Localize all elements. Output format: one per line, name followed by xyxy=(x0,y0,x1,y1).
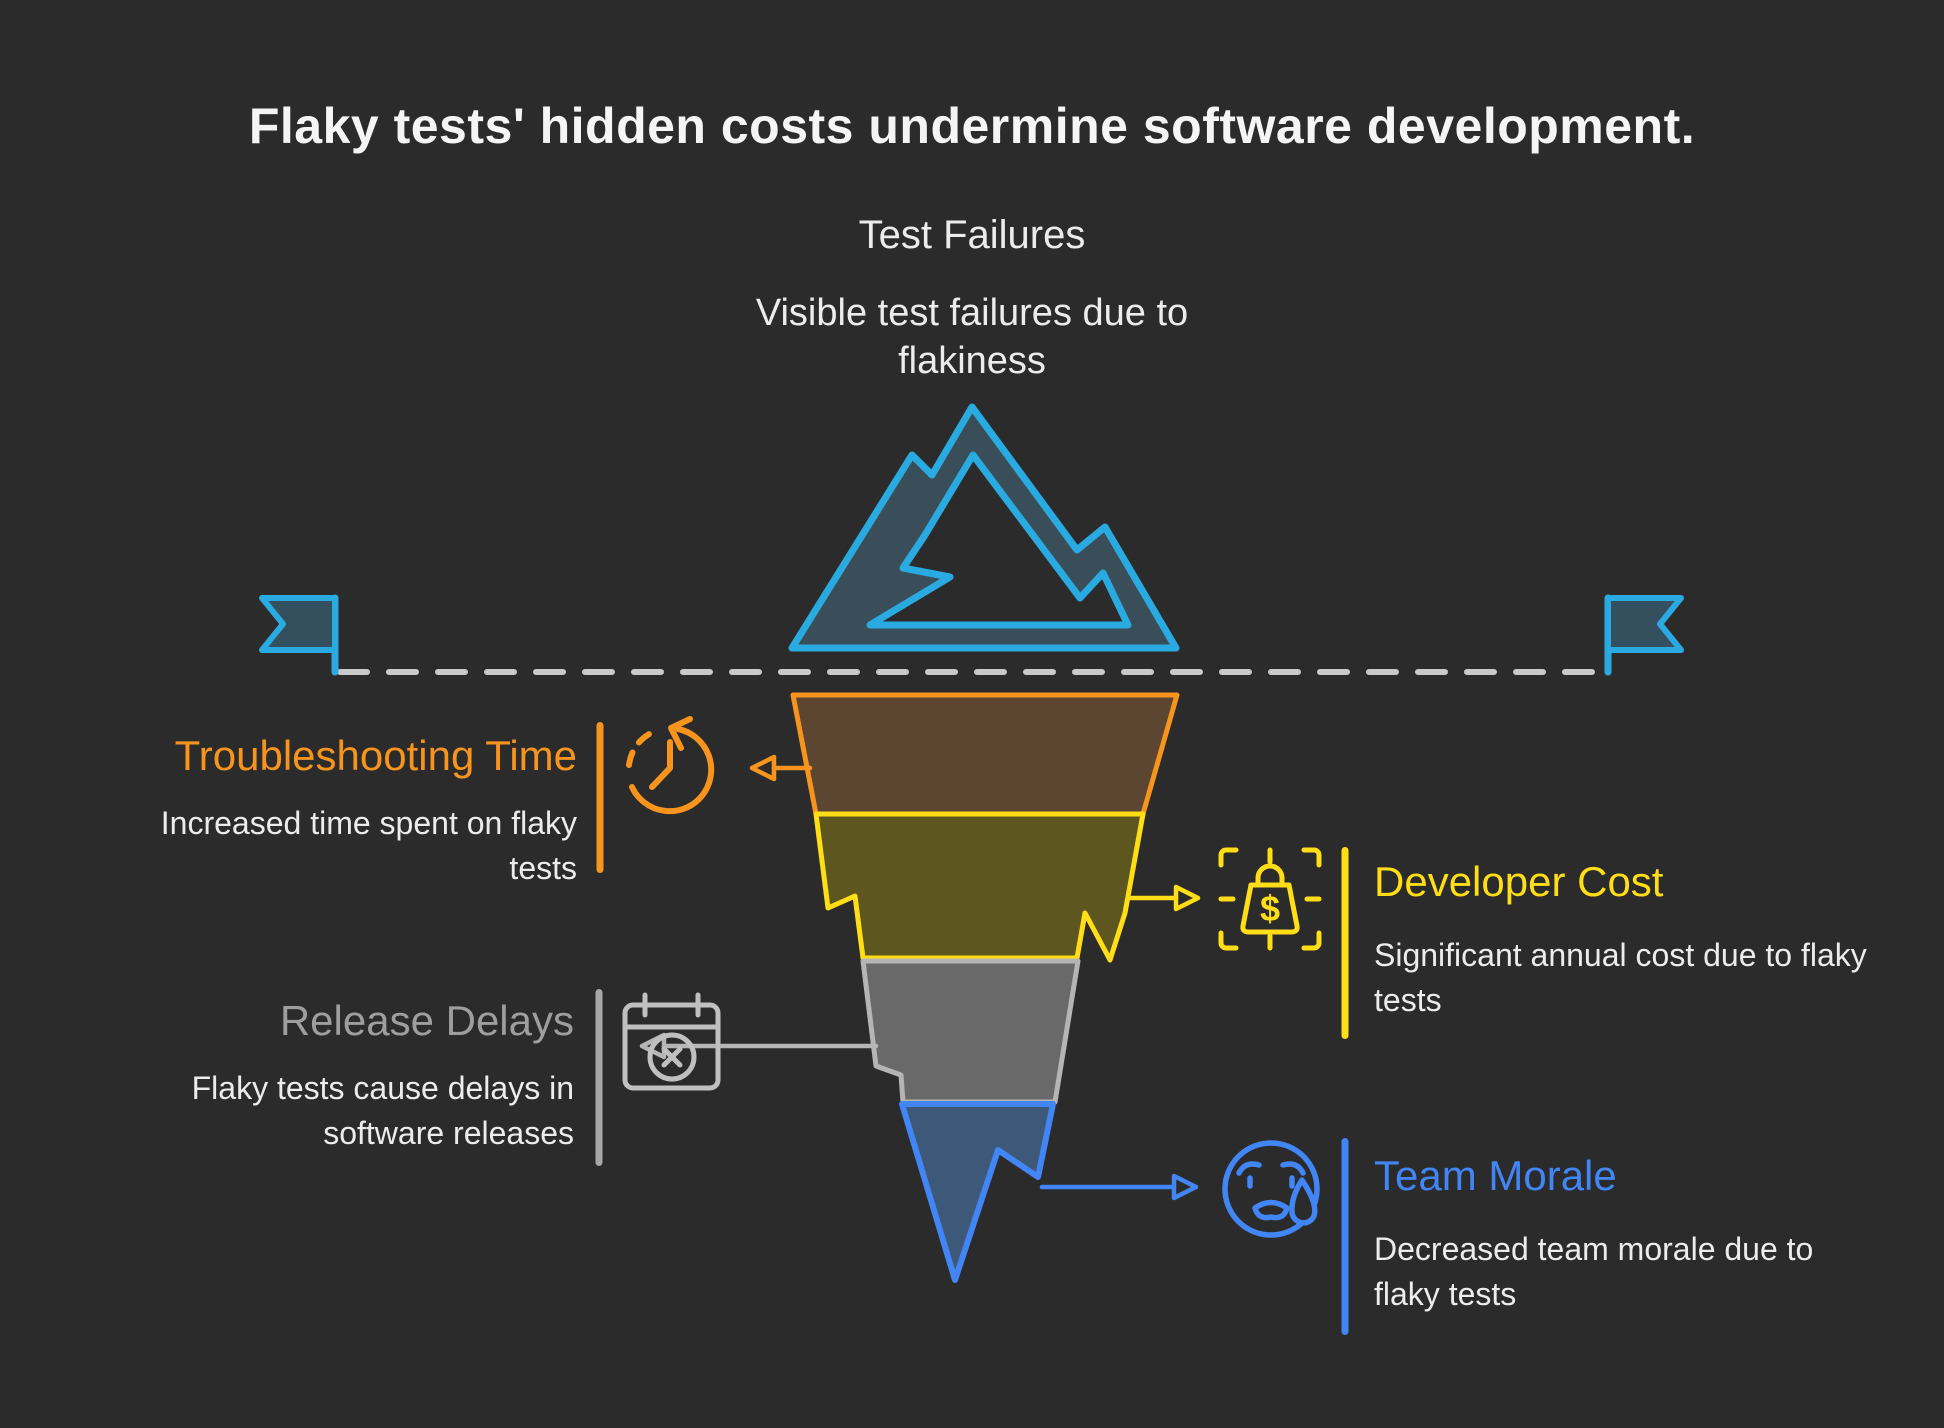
section-troubleshooting-time: Troubleshooting Time Increased time spen… xyxy=(90,732,577,891)
section-heading: Release Delays xyxy=(279,997,574,1044)
section-heading: Team Morale xyxy=(1374,1152,1617,1199)
accent-bar-team-morale xyxy=(1341,1138,1349,1335)
section-body: Increased time spent on flaky tests xyxy=(160,805,577,887)
tier-heading-test-failures: Test Failures xyxy=(858,213,1086,257)
accent-bar-troubleshooting xyxy=(596,722,604,873)
funnel-segment-release-delays xyxy=(860,958,1081,1105)
section-body: Significant annual cost due to flaky test… xyxy=(1374,933,1934,1023)
crying-face-icon xyxy=(1222,1140,1320,1238)
body-line-1: Significant annual cost due to flaky xyxy=(1374,937,1867,974)
body-line-2: flaky tests xyxy=(1374,1276,1517,1313)
section-heading: Troubleshooting Time xyxy=(174,732,577,779)
subtext-line-1: Visible test failures due to xyxy=(755,292,1189,334)
dollar-glyph: $ xyxy=(1260,888,1280,929)
body-line-1: Flaky tests cause delays in xyxy=(191,1070,574,1107)
arrow-team-morale xyxy=(1039,1173,1199,1201)
money-bag-icon: $ xyxy=(1218,847,1322,951)
funnel-segment-developer-cost xyxy=(813,811,1146,963)
funnel-segment-team-morale xyxy=(899,1101,1056,1283)
accent-bar-developer-cost xyxy=(1341,847,1349,1039)
body-line-2: tests xyxy=(1374,982,1442,1019)
section-release-delays: Release Delays Flaky tests cause delays … xyxy=(90,997,574,1156)
funnel-segment-troubleshooting xyxy=(790,692,1180,817)
flag-left-icon xyxy=(259,594,339,676)
body-line-1: Decreased team morale due to xyxy=(1374,1231,1814,1268)
flag-right-icon xyxy=(1604,594,1684,676)
arrow-developer-cost xyxy=(1126,884,1201,912)
subtext-line-2: flakiness xyxy=(898,340,1046,382)
section-body: Decreased team morale due to flaky tests xyxy=(1374,1227,1934,1317)
body-line-2: software releases xyxy=(323,1115,574,1152)
page-title: Flaky tests' hidden costs undermine soft… xyxy=(248,98,1696,154)
arrow-troubleshooting xyxy=(749,754,813,782)
tier-subtext-test-failures: Visible test failures due to flakiness xyxy=(712,289,1232,385)
section-heading: Developer Cost xyxy=(1374,858,1664,905)
section-body: Flaky tests cause delays in software rele… xyxy=(90,1066,574,1156)
section-team-morale: Team Morale Decreased team morale due to… xyxy=(1374,1152,1934,1317)
mountain-icon xyxy=(788,403,1180,652)
calendar-x-icon xyxy=(622,992,721,1091)
accent-bar-release-delays xyxy=(595,989,603,1166)
history-clock-icon xyxy=(626,716,715,815)
section-developer-cost: Developer Cost Significant annual cost d… xyxy=(1374,858,1934,1023)
